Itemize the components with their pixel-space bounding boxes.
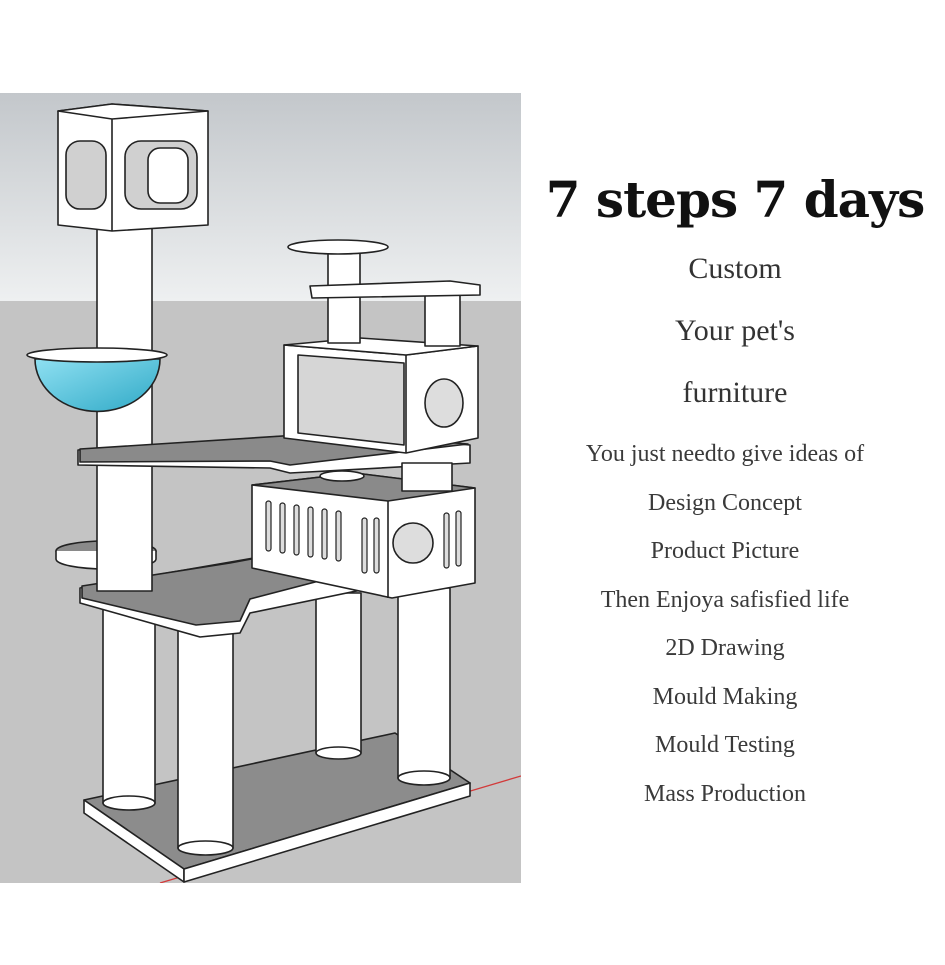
step-item: Design Concept [648,489,802,516]
step-item: 2D Drawing [665,635,785,661]
box-hole [392,522,434,564]
post-front-right [397,587,451,779]
text-panel: 7 steps 7 days Custom Your pet's furnitu… [540,160,930,818]
bowl-rim [26,347,168,363]
headline: 7 steps 7 days [545,170,926,229]
cat-tree-render [0,93,521,883]
step-item: Then Enjoya safisfied life [600,586,850,613]
house-hole [424,378,464,428]
step-item: Mould Making [652,683,798,710]
post-back-middle [315,592,362,754]
subline-furniture: furniture [682,376,788,409]
step-item: Product Picture [650,538,800,564]
steps-list: You just needto give ideas of Design Con… [540,430,930,818]
cat-tree-icon [0,93,521,883]
top-shelf [309,280,481,299]
cube-window-left [65,140,107,210]
subline-your-pets: Your pet's [675,314,795,347]
hammock-bowl-icon [34,358,161,413]
top-perch [287,239,389,255]
post-front-left [102,592,156,804]
step-item: Mould Testing [655,732,795,758]
step-item: You just needto give ideas of [585,441,865,467]
subline-custom: Custom [688,252,782,285]
post-front-center [177,622,234,849]
step-item: Mass Production [644,780,806,807]
